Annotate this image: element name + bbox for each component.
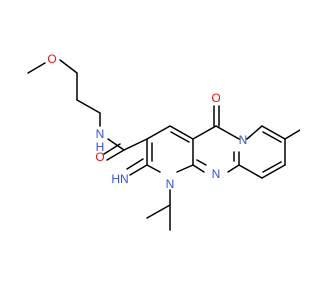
bond-aryl-me: [284, 129, 300, 140]
bond-ring-b2: [215, 125, 240, 140]
bond-ipr-me1: [146, 204, 171, 219]
bond-ring-b1: [192, 125, 217, 140]
amide-oxygen-label: O: [95, 150, 104, 164]
bond-ring-a4: [146, 164, 161, 173]
bond-n-carbonyl: [107, 138, 125, 151]
atom-layer: O N H O O N N N HN: [47, 52, 247, 191]
bond-carbonyl-o-a: [106, 149, 125, 161]
bond-ring-a5: [176, 164, 194, 173]
bond-c2-c3: [76, 99, 101, 114]
bond-ring-a3: [169, 125, 194, 140]
amide-hydrogen-label: H: [96, 140, 105, 154]
isopropyl-nitrogen-label: N: [166, 177, 175, 191]
bond-ring-c1: [246, 125, 263, 140]
bond-ring-c4-dbl: [262, 161, 282, 173]
bridge-nitrogen-label: N: [239, 133, 248, 147]
bond-ring-c5: [238, 164, 263, 179]
imine-label: HN: [111, 172, 128, 186]
molecule-structure: O N H O O N N N HN: [27, 52, 300, 231]
bond-carbonyl-o-b: [103, 143, 121, 155]
bond-ring-c4: [261, 164, 286, 179]
bond-ring-b3-dbl: [196, 159, 207, 166]
methoxy-oxygen-label: O: [47, 52, 56, 66]
bond-ring-b4: [227, 164, 240, 173]
bond-imine-a: [129, 164, 148, 176]
bond-o-c1: [59, 59, 78, 74]
bond-ring-c2: [261, 125, 286, 140]
ketone-oxygen-label: O: [211, 91, 220, 105]
bond-carbonyl-ring: [123, 138, 148, 151]
amide-nitrogen-label: N: [96, 127, 105, 141]
bond-ring-c2-dbl: [262, 131, 282, 143]
lower-nitrogen-label: N: [212, 167, 221, 181]
bond-imine-b: [126, 158, 144, 170]
bond-ring-b3: [192, 164, 205, 173]
bond-layer: [27, 59, 300, 231]
bond-ring-a2: [146, 125, 171, 140]
bond-ch3-o: [27, 62, 46, 74]
bond-ring-a3-dbl: [170, 131, 190, 143]
